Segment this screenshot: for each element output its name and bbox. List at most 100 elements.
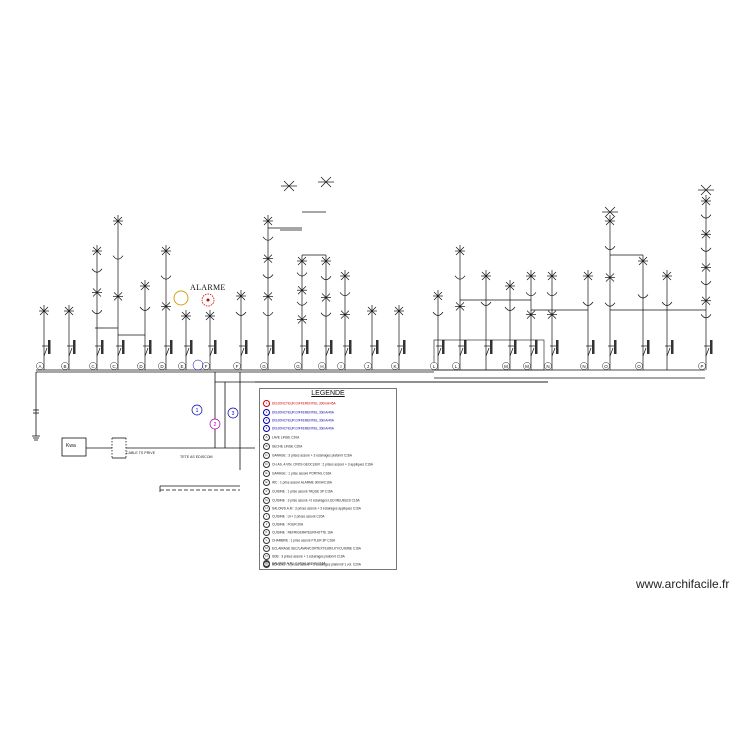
watermark: www.archifacile.fr [636, 577, 730, 591]
alarm-circle-yellow [173, 290, 189, 306]
legend-item-text: SECHE LINGE C20A [272, 444, 303, 449]
circuit-letter: K [393, 364, 396, 369]
breaker-rating-mark [592, 340, 595, 354]
outlet-symbol [454, 275, 466, 280]
circuit-letter-circle [523, 362, 531, 370]
lamp-cross-b [367, 306, 377, 316]
breaker-switch [485, 347, 490, 357]
circuit-letter-circle [110, 362, 118, 370]
circuit-letter: O [604, 364, 608, 369]
breaker-switch [43, 347, 48, 357]
breaker-rating-mark [442, 340, 445, 354]
circuit-letter-circle [202, 362, 210, 370]
breaker-rating-mark [245, 340, 248, 354]
outlet-symbol [262, 274, 274, 279]
legend-item-text: CUISINE : 1 prise assoré TAQUE 3P C16A [272, 489, 333, 494]
outlet-symbol [235, 311, 247, 316]
legend-item-text: CUISINE : FOUR 20A [272, 522, 304, 527]
outlet-symbol [139, 306, 151, 311]
legend-item-marker: C [263, 452, 270, 459]
lamp-cross-b [263, 292, 273, 301]
feeder-label-2: TETE AS EDISCOM [180, 455, 213, 459]
alarm-label: ALARME [190, 283, 226, 292]
legend-item-marker: P [263, 560, 270, 567]
outlet-symbol [91, 268, 103, 273]
legend-item-text: CHAMBRE : 1 prise assoré FTLER 3P C16A [272, 538, 336, 543]
circuit-letter: M [504, 364, 508, 369]
breaker-switch [509, 347, 514, 357]
top-lamp-cross-b [320, 176, 332, 188]
meter-label: Kwa [66, 443, 76, 449]
legend-item-marker: E [263, 479, 270, 486]
breaker-switch [96, 347, 101, 357]
outlet-symbol [296, 272, 308, 277]
breaker-rating-mark [647, 340, 650, 354]
breaker-switch [551, 347, 556, 357]
legend-item-marker: I [263, 513, 270, 520]
top-lamp-cross-b [604, 206, 616, 218]
breaker-rating-mark [101, 340, 104, 354]
lamp-cross-b [605, 273, 615, 282]
breaker-rating-mark [556, 340, 559, 354]
lamp-cross-b [481, 271, 491, 281]
lamp-cross-b [340, 271, 350, 281]
outlet-symbol [432, 311, 444, 316]
breaker-rating-mark [214, 340, 217, 354]
circuit-letter: N [582, 364, 585, 369]
lamp-cross-b [505, 281, 515, 291]
breaker-rating-mark [306, 340, 309, 354]
lamp-cross-b [297, 285, 307, 295]
circuit-letter-circle [337, 362, 345, 370]
breaker-rating-mark [149, 340, 152, 354]
outlet-symbol [700, 314, 712, 319]
outlet-symbol [604, 302, 616, 307]
legend-item-text: SALON/S.A.M : 7 prises assoré C16A [272, 561, 326, 566]
circuit-letter-circle [364, 362, 372, 370]
breaker-switch [117, 347, 122, 357]
circuit-letter-circle [178, 362, 186, 370]
circuit-letter: G [262, 364, 266, 369]
legend-item-marker: K [263, 529, 270, 536]
outlet-symbol [700, 247, 712, 252]
lamp-cross-b [526, 271, 536, 281]
breaker-switch [666, 347, 671, 357]
legend-item-text: GARAGE : 1 prise assoré PORTAIL C16A [272, 471, 332, 476]
circuit-letter-circle [36, 362, 44, 370]
legend-item-marker: G [263, 497, 270, 504]
circuit-letter-circle [602, 362, 610, 370]
legend-item-marker: F [263, 488, 270, 495]
outlet-symbol [296, 301, 308, 306]
lamp-cross-b [263, 254, 273, 263]
breaker-switch [185, 347, 190, 357]
lamp-cross-b [526, 310, 536, 319]
outlet-symbol [320, 276, 332, 281]
circuit-letter: D [160, 364, 164, 369]
breaker-switch [209, 347, 214, 357]
breaker-switch [371, 347, 376, 357]
breaker-rating-mark [376, 340, 379, 354]
breaker-rating-mark [73, 340, 76, 354]
lamp-cross-b [455, 246, 465, 256]
breaker-switch [165, 347, 170, 357]
circuit-letter-circle [544, 362, 552, 370]
circuit-letter: L [433, 364, 436, 369]
breaker-switch [705, 347, 710, 357]
legend-item-text: CUISINE : LV+ 2 prises assoré C20A [272, 514, 325, 519]
legend-item-marker: A [263, 434, 270, 441]
breaker-switch [587, 347, 592, 357]
lamp-cross-b [113, 216, 123, 226]
circuit-letter-circle [294, 362, 302, 370]
alarm-dot [206, 298, 210, 302]
